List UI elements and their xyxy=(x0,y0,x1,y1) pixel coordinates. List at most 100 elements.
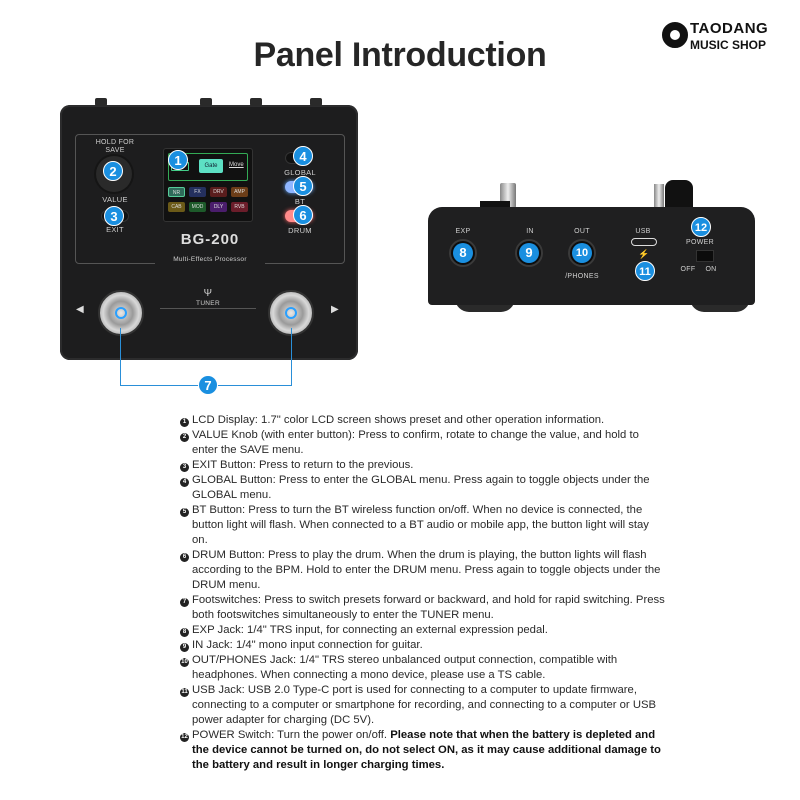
description-line: DRUM menu. xyxy=(180,578,650,593)
number-bullet: 4 xyxy=(180,478,189,487)
description-line: enter the SAVE menu. xyxy=(180,443,650,458)
badge-6: 6 xyxy=(293,205,313,225)
description-line: GLOBAL menu. xyxy=(180,488,650,503)
tuner-label: TUNER xyxy=(196,300,220,307)
description-text: DRUM Button: Press to play the drum. Whe… xyxy=(192,549,647,561)
top-jack xyxy=(200,98,212,106)
number-bullet: 2 xyxy=(180,433,189,442)
description-text: according to the BPM. Hold to enter the … xyxy=(192,564,661,576)
badge-12: 12 xyxy=(691,217,711,237)
phones-label: /PHONES xyxy=(565,273,599,280)
effect-chip: MOD xyxy=(189,202,206,212)
description-text: POWER Switch: Turn the power on/off. xyxy=(192,729,391,741)
number-bullet: 6 xyxy=(180,553,189,562)
description-text: USB Jack: USB 2.0 Type-C port is used fo… xyxy=(192,684,637,696)
exp-label: EXP xyxy=(455,228,471,235)
description-text: LCD Display: 1.7" color LCD screen shows… xyxy=(192,414,605,426)
model-name: BG-200 xyxy=(180,231,240,248)
hold-for-save-label: HOLD FOR SAVE xyxy=(95,139,135,154)
effect-chip: CAB xyxy=(168,202,185,212)
badge-1: 1 xyxy=(168,150,188,170)
badge-5: 5 xyxy=(293,176,313,196)
number-bullet: 1 xyxy=(180,418,189,427)
badge-7: 7 xyxy=(198,375,218,395)
description-text: EXP Jack: 1/4" TRS input, for connecting… xyxy=(192,624,548,636)
usb-label: USB xyxy=(635,228,651,235)
model-subtitle: Multi-Effects Processor xyxy=(155,256,265,264)
number-bullet: 7 xyxy=(180,598,189,607)
description-text: OUT/PHONES Jack: 1/4" TRS stereo unbalan… xyxy=(192,654,618,666)
description-text: GLOBAL menu. xyxy=(192,489,272,501)
effect-chip: FX xyxy=(189,187,206,197)
bt-label: BT xyxy=(294,197,306,206)
footswitch-left[interactable] xyxy=(98,290,144,336)
badge-10: 10 xyxy=(572,243,592,263)
logo-line-1: TAODANG xyxy=(690,20,769,37)
charge-bolt-icon: ⚡ xyxy=(638,249,650,259)
description-line: connecting to a computer or smartphone f… xyxy=(180,698,656,713)
shop-logo: TAODANG MUSIC SHOP xyxy=(660,18,790,58)
usb-c-port[interactable] xyxy=(631,238,657,246)
number-bullet: 3 xyxy=(180,463,189,472)
number-bullet: 11 xyxy=(180,688,189,697)
screen-item-selected: Gate xyxy=(199,159,223,173)
description-line: according to the BPM. Hold to enter the … xyxy=(180,563,660,578)
off-label: OFF xyxy=(680,266,696,273)
screen-item: Move xyxy=(229,162,244,168)
number-bullet: 10 xyxy=(180,658,189,667)
power-switch[interactable] xyxy=(696,250,714,262)
warning-text: Please note that when the battery is dep… xyxy=(390,729,656,741)
effect-chip: DRV xyxy=(210,187,227,197)
description-text: VALUE Knob (with enter button): Press to… xyxy=(192,429,639,441)
badge-4: 4 xyxy=(293,146,313,166)
page-title: Panel Introduction xyxy=(253,36,547,74)
badge-9: 9 xyxy=(519,243,539,263)
badge-3: 3 xyxy=(104,206,124,226)
description-text: IN Jack: 1/4" mono input connection for … xyxy=(192,639,423,651)
number-bullet: 12 xyxy=(180,733,189,742)
effect-chip: AMP xyxy=(231,187,248,197)
effect-chip: RVB xyxy=(231,202,248,212)
description-line: power adapter for charging (DC 5V). xyxy=(180,713,650,728)
number-bullet: 9 xyxy=(180,643,189,652)
description-line: headphones. When connecting a mono devic… xyxy=(180,668,650,683)
description-text: GLOBAL Button: Press to enter the GLOBAL… xyxy=(192,474,650,486)
effect-chip: NR xyxy=(168,187,185,197)
description-text: button light will flash. When connected … xyxy=(192,519,649,531)
arrow-left-icon: ◀ xyxy=(76,304,84,315)
tuner-divider xyxy=(160,308,256,309)
description-text: both footswitches simultaneously to ente… xyxy=(192,609,494,621)
badge-8: 8 xyxy=(453,243,473,263)
out-label: OUT xyxy=(574,228,590,235)
guitar-emblem-icon xyxy=(662,22,688,48)
description-text: enter the SAVE menu. xyxy=(192,444,304,456)
out-phones-jack[interactable]: 10 xyxy=(568,239,596,267)
description-line: both footswitches simultaneously to ente… xyxy=(180,608,650,623)
badge-2: 2 xyxy=(103,161,123,181)
description-text: EXIT Button: Press to return to the prev… xyxy=(192,459,414,471)
description-text: Footswitches: Press to switch presets fo… xyxy=(192,594,665,606)
number-bullet: 8 xyxy=(180,628,189,637)
description-text: connecting to a computer or smartphone f… xyxy=(192,699,657,711)
exp-jack[interactable]: 8 xyxy=(449,239,477,267)
top-knob xyxy=(95,98,107,106)
in-jack[interactable]: 9 xyxy=(515,239,543,267)
description-text: headphones. When connecting a mono devic… xyxy=(192,669,546,681)
plug-jack xyxy=(654,184,664,208)
tuning-fork-icon: Ψ xyxy=(203,288,213,299)
value-label: VALUE xyxy=(102,195,128,204)
